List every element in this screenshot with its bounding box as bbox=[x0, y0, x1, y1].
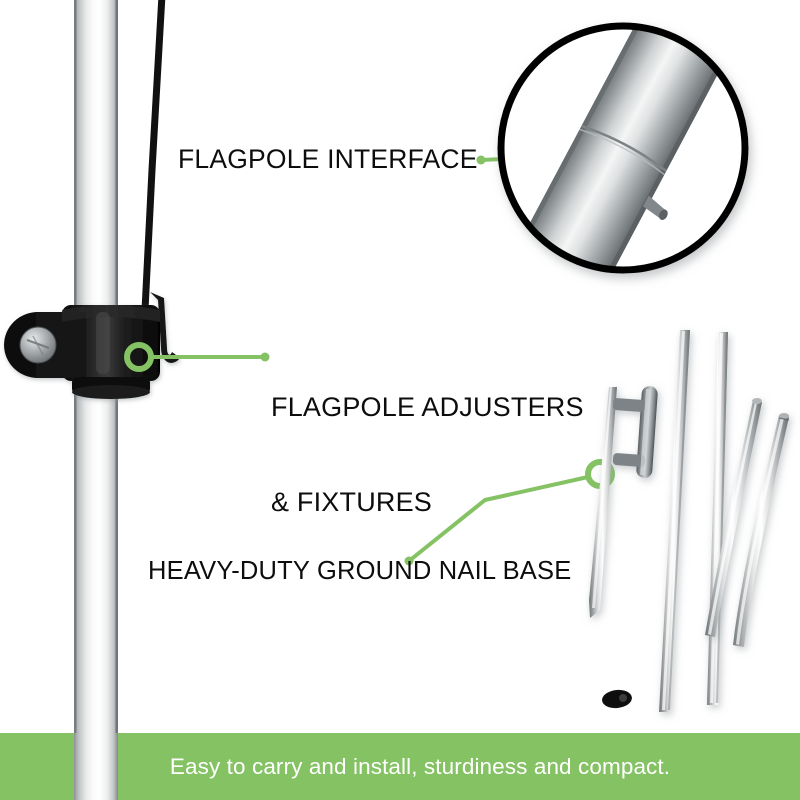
magnifier-circle bbox=[497, 22, 749, 274]
clamp-collar bbox=[4, 292, 180, 399]
straight-pole-b bbox=[707, 332, 728, 705]
curved-pole-b bbox=[733, 413, 790, 647]
main-vertical-pole bbox=[74, 0, 118, 800]
callout-label-line-2: & FIXTURES bbox=[271, 487, 433, 518]
footer-banner-text: Easy to carry and install, sturdiness an… bbox=[169, 753, 671, 779]
callout-label-flagpole-interface: FLAGPOLE INTERFACE bbox=[178, 144, 478, 174]
black-cord bbox=[140, 0, 166, 334]
callout-label-ground-nail-base: HEAVY-DUTY GROUND NAIL BASE bbox=[148, 557, 572, 585]
bottom-clamp bbox=[602, 689, 632, 709]
straight-pole-a bbox=[659, 330, 690, 712]
ground-nail-stake bbox=[589, 386, 658, 618]
step-bracket bbox=[612, 386, 658, 478]
callout-label-line-1: FLAGPOLE ADJUSTERS bbox=[271, 391, 584, 422]
callout-label-flagpole-adjusters: FLAGPOLE ADJUSTERS & FIXTURES bbox=[271, 328, 584, 583]
curved-pole-a bbox=[705, 398, 762, 637]
main-pole-over-banner bbox=[74, 733, 118, 800]
footer-banner: Easy to carry and install, sturdiness an… bbox=[0, 733, 800, 800]
callout-line-flagpole-adjusters bbox=[124, 342, 270, 372]
